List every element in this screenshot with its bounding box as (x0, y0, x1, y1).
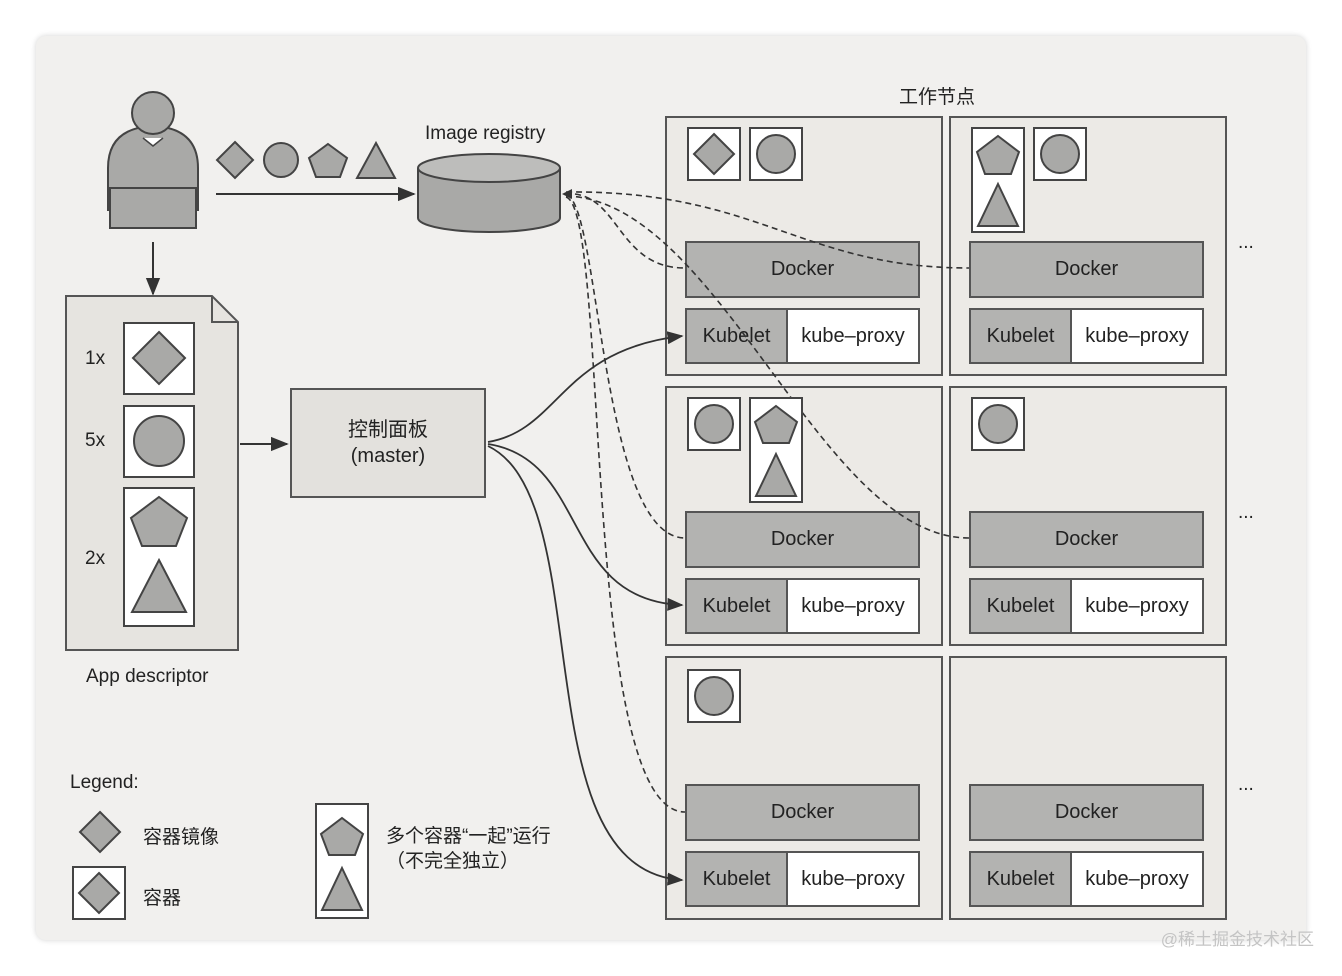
image-registry-cylinder (417, 153, 561, 233)
legend-title: Legend: (70, 772, 139, 793)
kubelet-box: Kubelet (685, 578, 788, 634)
work-nodes-title: 工作节点 (899, 87, 976, 108)
legend-pod-triangle-icon (320, 865, 364, 911)
diamond-icon (131, 330, 187, 386)
legend-container-label: 容器 (143, 888, 182, 909)
circle-icon (133, 415, 185, 467)
kube-proxy-box: kube–proxy (786, 578, 920, 634)
developer-icon (107, 91, 199, 229)
kube-proxy-box: kube–proxy (1070, 851, 1204, 907)
control-plane-subtitle: (master) (350, 445, 426, 467)
legend-pod-pentagon-icon (319, 816, 365, 856)
docker-box: Docker (685, 511, 920, 568)
ellipsis-row-3: ... (1238, 774, 1254, 795)
kube-proxy-box: kube–proxy (786, 851, 920, 907)
descriptor-count-2x: 2x (85, 548, 106, 569)
circle-image-icon (263, 142, 299, 178)
triangle-image-icon (355, 140, 397, 179)
triangle-icon (130, 557, 188, 613)
app-descriptor-document (65, 295, 239, 651)
kubelet-box: Kubelet (969, 851, 1072, 907)
descriptor-count-1x: 1x (85, 348, 106, 369)
pentagon-icon (129, 495, 189, 547)
docker-box: Docker (969, 241, 1204, 298)
image-shapes (215, 140, 397, 180)
kubelet-box: Kubelet (969, 308, 1072, 364)
ellipsis-row-2: ... (1238, 502, 1254, 523)
docker-box: Docker (685, 784, 920, 841)
control-plane: 控制面板 (master) (290, 388, 486, 498)
kubelet-box: Kubelet (685, 851, 788, 907)
kubelet-box: Kubelet (685, 308, 788, 364)
docker-box: Docker (969, 784, 1204, 841)
legend-image-icon (78, 810, 122, 854)
kube-proxy-box: kube–proxy (1070, 578, 1204, 634)
legend-container-icon (77, 871, 121, 915)
docker-box: Docker (969, 511, 1204, 568)
pentagon-image-icon (307, 142, 349, 178)
docker-box: Docker (685, 241, 920, 298)
app-descriptor-label: App descriptor (86, 666, 209, 687)
legend-pod-label-2: （不完全独立） (386, 851, 520, 872)
diamond-image-icon (215, 140, 255, 180)
descriptor-count-5x: 5x (85, 430, 106, 451)
control-plane-title: 控制面板 (348, 419, 428, 441)
legend-image-label: 容器镜像 (143, 827, 220, 848)
kube-proxy-box: kube–proxy (1070, 308, 1204, 364)
legend-pod-label-1: 多个容器“一起”运行 (386, 826, 551, 847)
watermark: @稀土掘金技术社区 (1160, 930, 1314, 949)
kube-proxy-box: kube–proxy (786, 308, 920, 364)
kubelet-box: Kubelet (969, 578, 1072, 634)
image-registry-label: Image registry (425, 123, 546, 144)
ellipsis-row-1: ... (1238, 232, 1254, 253)
